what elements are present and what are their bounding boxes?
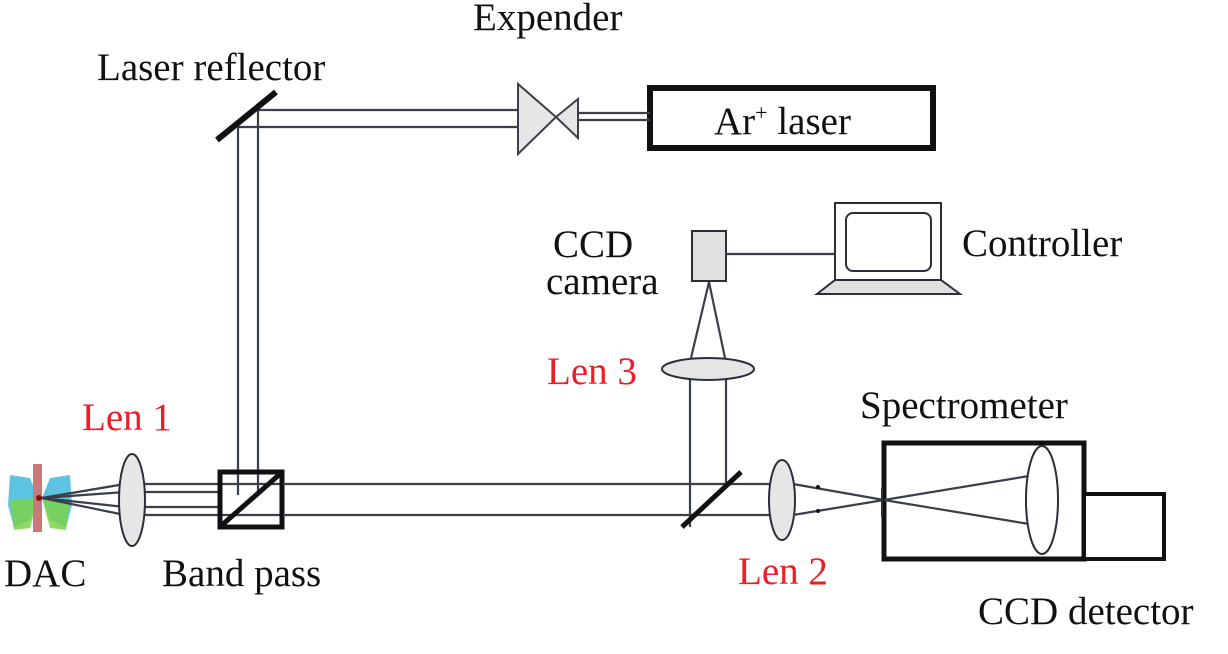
ccd-detector <box>1082 492 1166 561</box>
spectrometer-lens <box>1025 445 1059 555</box>
len2-lens <box>768 459 796 541</box>
beam-camera-1 <box>689 281 711 359</box>
laser-reflector-mirror <box>215 89 278 143</box>
len3-lens <box>661 357 755 381</box>
ar-laser-label: Ar+ laser <box>714 100 851 143</box>
band-pass-filter <box>217 469 285 530</box>
beam-dac-1 <box>41 482 126 500</box>
expender <box>517 81 579 157</box>
beam-dac-2 <box>41 490 126 500</box>
label-dac: DAC <box>4 552 86 595</box>
dac-icon <box>8 464 72 532</box>
label-len2: Len 2 <box>738 550 828 593</box>
ccd-camera-icon <box>691 230 727 282</box>
label-len1: Len 1 <box>82 396 172 439</box>
label-expender: Expender <box>473 0 622 39</box>
controller-laptop-icon <box>814 202 964 295</box>
label-ccd-detector: CCD detector <box>978 590 1194 633</box>
len1-lens <box>118 453 146 547</box>
label-len3: Len 3 <box>547 350 637 393</box>
beam-spec-2 <box>883 498 1030 526</box>
laser-superscript: + <box>755 100 767 125</box>
beam-len2-1 <box>792 482 885 502</box>
laser-name: Ar <box>714 100 755 143</box>
laser-suffix: laser <box>768 100 851 143</box>
label-band-pass: Band pass <box>162 552 321 595</box>
beam-len2-2 <box>792 498 885 517</box>
spectrometer <box>881 440 1087 562</box>
label-ccd-camera-line2: camera <box>546 260 659 303</box>
label-spectrometer: Spectrometer <box>860 384 1068 427</box>
beam-spec-1 <box>883 474 1030 502</box>
label-controller: Controller <box>962 222 1122 265</box>
beam-camera-2 <box>707 281 727 359</box>
ar-laser: Ar+ laser <box>647 85 936 151</box>
label-ccd-camera-line1: CCD <box>553 223 633 266</box>
dichroic-mirror <box>680 470 743 529</box>
beam-dac-4 <box>41 496 126 517</box>
label-laser-reflector: Laser reflector <box>97 46 325 89</box>
beam-dac-3 <box>41 496 126 509</box>
